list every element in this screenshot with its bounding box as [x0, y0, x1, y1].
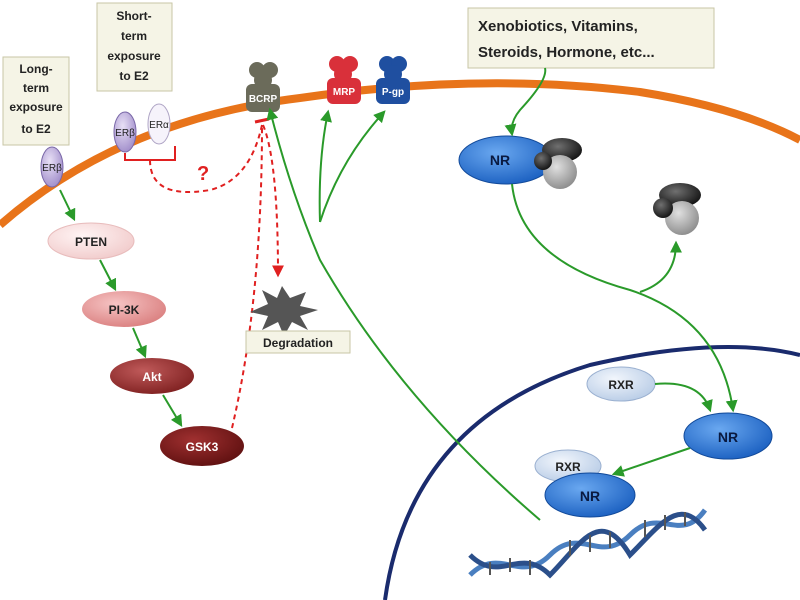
inhibition-bar-bcrp [254, 117, 270, 124]
mrp-transporter: MRP [327, 56, 361, 104]
pgp-transporter: P-gp [376, 56, 410, 104]
degradation-starburst [250, 286, 318, 336]
arrow-nr-to-dna-complex [611, 447, 691, 477]
short-term-line-4: to E2 [119, 69, 149, 83]
rxr-nr-complex: RXR NR [534, 449, 636, 518]
arrow-erb-to-pten [59, 189, 76, 222]
nucleus-envelope [383, 345, 800, 600]
akt-label: Akt [142, 370, 161, 384]
xenobiotics-line-2: Steroids, Hormone, etc... [478, 44, 655, 61]
er-beta-long-term-label: ERβ [42, 163, 62, 174]
arrow-branch-to-ligand [639, 240, 682, 293]
inhibition-er-bracket [124, 146, 176, 161]
short-term-line-1: Short- [116, 9, 151, 23]
long-term-line-4: to E2 [21, 122, 51, 136]
bcrp-transporter: BCRP [246, 62, 280, 112]
short-term-line-2: term [121, 29, 147, 43]
er-beta-short-term: ERβ [113, 111, 137, 153]
short-term-exposure-box: Short- term exposure to E2 [96, 2, 173, 92]
nr-membrane-label: NR [490, 152, 510, 168]
pi3k-node: PI-3K [82, 291, 166, 327]
nr-complex-label: NR [580, 488, 600, 504]
nr-nucleus-label: NR [718, 429, 738, 445]
rxr-complex-label: RXR [555, 460, 581, 474]
long-term-line-1: Long- [19, 62, 52, 76]
short-term-line-3: exposure [107, 49, 161, 63]
akt-node: Akt [110, 358, 194, 394]
gsk3-label: GSK3 [186, 440, 219, 454]
er-alpha-label: ERα [149, 120, 169, 131]
er-alpha-short-term: ERα [147, 103, 171, 145]
nr-membrane-complex: NR [458, 135, 582, 189]
arrow-akt-to-gsk3 [162, 394, 183, 428]
arrow-rxr-to-nr [654, 382, 713, 413]
mrp-label: MRP [333, 87, 356, 98]
degradation-label: Degradation [263, 336, 333, 350]
degradation-box: Degradation [245, 330, 351, 354]
inhibition-er-to-bcrp [149, 124, 263, 193]
er-beta-short-term-label: ERβ [115, 128, 135, 139]
bcrp-to-degradation-dashed [262, 124, 284, 278]
gsk3-to-bcrp-dashed [231, 124, 263, 429]
arrow-pi3k-to-akt [132, 327, 147, 359]
arrow-branch-to-pgp [319, 110, 386, 223]
pgp-label: P-gp [382, 87, 404, 98]
rxr-free-label: RXR [608, 378, 634, 392]
long-term-line-3: exposure [9, 100, 63, 114]
xenobiotics-line-1: Xenobiotics, Vitamins, [478, 18, 638, 35]
arrow-branch-to-mrp [318, 109, 332, 223]
arrow-xenobiotics-to-nr [504, 67, 547, 137]
arrow-nr-to-nucleus [511, 183, 738, 413]
question-mark: ? [197, 163, 209, 185]
gsk3-node: GSK3 [160, 426, 244, 466]
er-beta-long-term: ERβ [40, 146, 64, 188]
rxr-free: RXR [586, 366, 656, 402]
dna-helix [468, 508, 708, 579]
pten-node: PTEN [47, 222, 135, 260]
nr-nucleus: NR [683, 412, 773, 460]
arrow-dna-to-bcrp [266, 107, 541, 521]
bcrp-label: BCRP [249, 94, 278, 105]
long-term-line-2: term [23, 81, 49, 95]
pten-label: PTEN [75, 235, 107, 249]
pi3k-label: PI-3K [109, 303, 140, 317]
xenobiotics-box: Xenobiotics, Vitamins, Steroids, Hormone… [467, 7, 715, 69]
arrow-pten-to-pi3k [99, 259, 117, 292]
long-term-exposure-box: Long- term exposure to E2 [2, 56, 70, 146]
free-ligand-complex [653, 183, 701, 235]
